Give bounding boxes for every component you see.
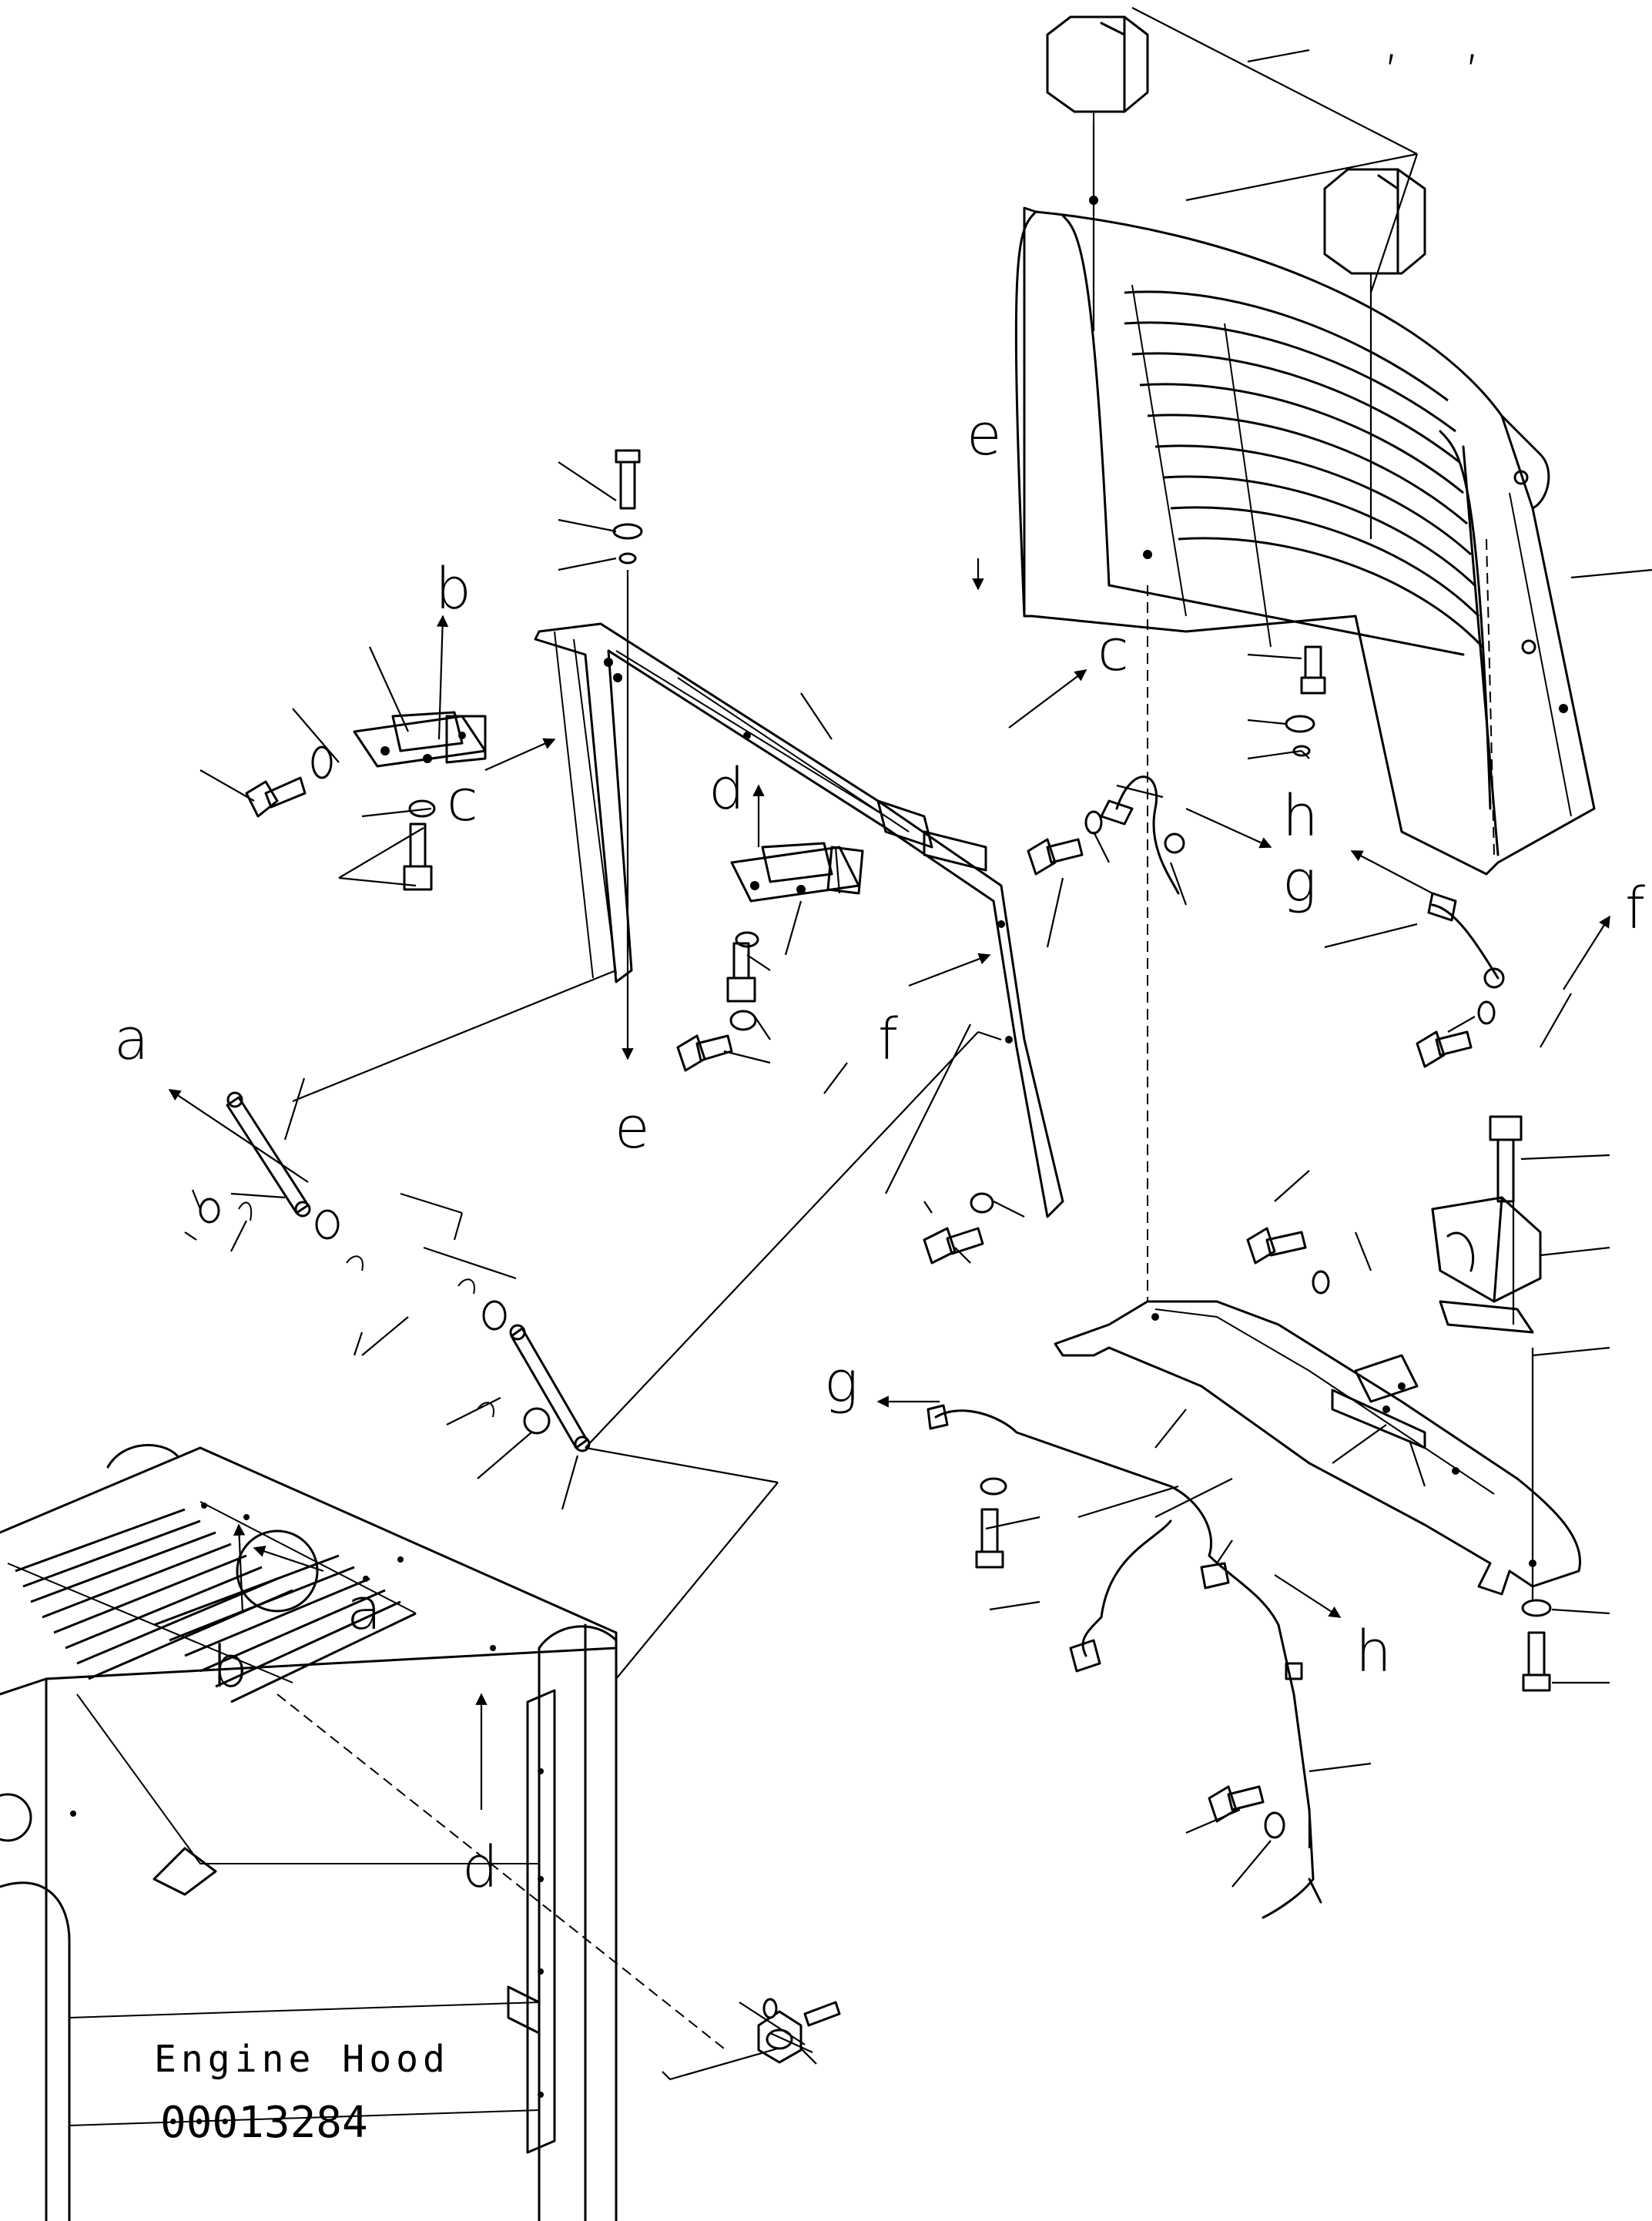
gas-strut-lower: [346, 1255, 591, 1452]
work-light-top-right: [1323, 168, 1426, 285]
callout-arrows: [168, 558, 1610, 1810]
callout-e-lower: e: [615, 1095, 650, 1161]
left-hinge: [353, 711, 487, 768]
callout-c-left: c: [447, 768, 478, 834]
work-light-top-left: [1046, 15, 1149, 123]
grille-cover: [1014, 196, 1596, 876]
callout-b-lower: b: [212, 1634, 248, 1700]
callout-d-lower: d: [462, 1834, 498, 1901]
callout-d-upper: d: [709, 756, 745, 822]
callout-e-upper: e: [967, 402, 1002, 468]
top-mark-1: ,: [1382, 5, 1401, 72]
callout-b-upper: b: [435, 556, 471, 622]
caption-title: Engine Hood: [154, 2038, 450, 2081]
callout-c-right: c: [1097, 618, 1129, 684]
callout-f-right: f: [1625, 876, 1645, 942]
callout-h-lower: h: [1355, 1619, 1392, 1685]
callout-a-upper: a: [114, 1007, 149, 1073]
leader-lines: [184, 7, 1652, 2081]
center-hinge: [730, 842, 864, 903]
hood-grille: [7, 1501, 417, 1703]
hood-side-bracket: [507, 1689, 556, 2154]
callout-g-lower: g: [824, 1349, 858, 1415]
wiring-harness-lower: [927, 1404, 1322, 1919]
callout-g-upper: g: [1282, 849, 1316, 915]
part-number: 00013284: [160, 2098, 368, 2148]
wiring-harness-upper: [1100, 776, 1505, 989]
diagram-caption: Engine Hood 00013284: [154, 2038, 450, 2148]
callout-labels: a a b b c c d d e e f f g g h h , ,: [114, 5, 1645, 1901]
engine-hood-body: [0, 1444, 618, 2221]
right-fasteners: [975, 645, 1552, 1839]
hood-mounting-holes: [70, 1502, 496, 1817]
callout-f-left: f: [878, 1007, 898, 1073]
top-mark-2: ,: [1463, 5, 1482, 72]
rear-work-light: [1431, 1196, 1542, 1334]
louver-slats: [1124, 284, 1484, 648]
lower-bracket: [1054, 1300, 1581, 1596]
fastener-set: [245, 449, 994, 2064]
callout-a-lower: a: [347, 1576, 381, 1643]
gas-strut-upper: [199, 1091, 340, 1240]
callout-h-upper: h: [1282, 783, 1319, 849]
left-frame-assembly: [534, 622, 1064, 1218]
